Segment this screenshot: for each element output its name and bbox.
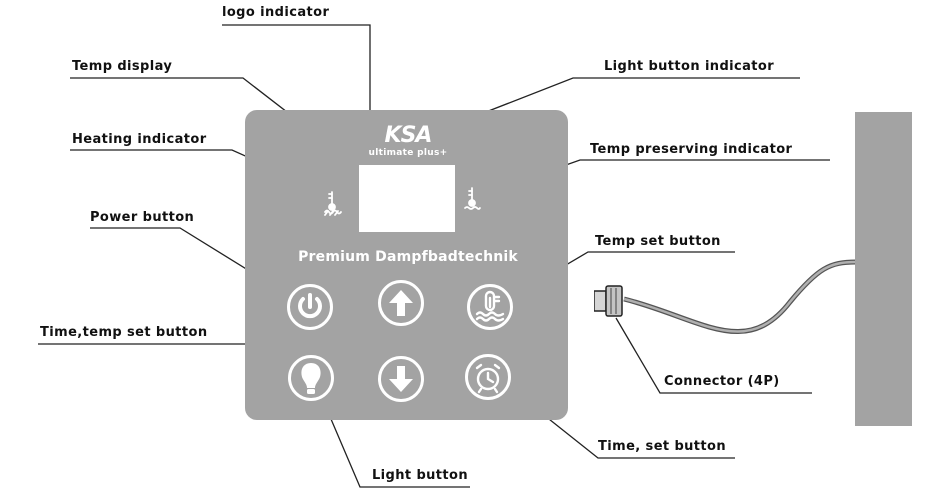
brand-logo: KSA [384, 123, 433, 148]
label-light-button: Light button [372, 468, 469, 483]
down-button[interactable] [378, 356, 424, 402]
label-time-temp-set-button: Time,temp set button [40, 325, 208, 340]
label-time-set-button: Time, set button [598, 439, 727, 454]
light-bulb-icon [301, 363, 321, 394]
label-light-button-indicator: Light button indicator [604, 59, 775, 74]
brand-model: ultimate plus+ [368, 148, 448, 158]
temp-set-button[interactable] [467, 284, 513, 330]
power-icon [298, 293, 322, 319]
temp-preserving-icon [464, 187, 481, 210]
label-temp-display: Temp display [72, 59, 173, 74]
arrow-up-icon [389, 290, 413, 316]
heating-icon [324, 191, 342, 216]
connector-plug [594, 285, 623, 317]
label-power-button: Power button [90, 210, 195, 225]
thermometer-water-icon [475, 290, 505, 322]
alarm-clock-icon [475, 363, 501, 394]
label-connector: Connector (4P) [664, 374, 780, 389]
up-button[interactable] [378, 280, 424, 326]
panel-caption: Premium Dampfbadtechnik [298, 249, 518, 265]
cable [623, 259, 857, 334]
leader-light-button [321, 397, 470, 488]
label-heating-indicator: Heating indicator [72, 132, 207, 147]
wall [855, 112, 912, 426]
power-button[interactable] [287, 284, 333, 330]
label-logo-indicator: logo indicator [222, 5, 330, 20]
temp-display [359, 165, 455, 232]
light-button[interactable] [288, 355, 334, 401]
leader-connector [615, 317, 812, 394]
label-temp-preserving-indicator: Temp preserving indicator [590, 142, 793, 157]
leader-logo-indicator [222, 24, 371, 120]
time-set-button[interactable] [465, 354, 511, 400]
arrow-down-icon [389, 366, 413, 392]
label-temp-set-button: Temp set button [595, 234, 721, 249]
